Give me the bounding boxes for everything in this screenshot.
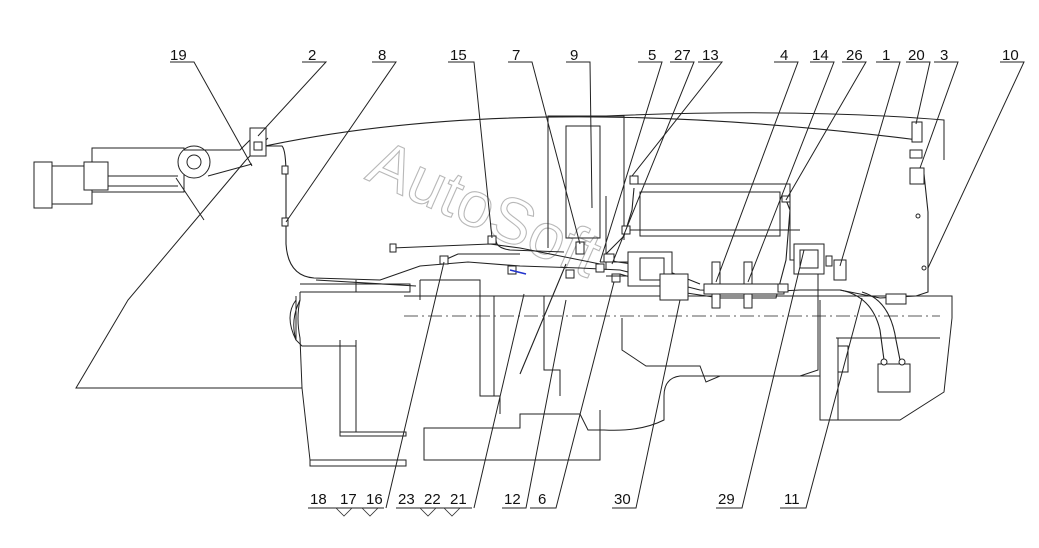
callout-29: 29 xyxy=(718,491,735,508)
callout-22: 22 xyxy=(424,491,441,508)
callout-11: 11 xyxy=(784,491,800,508)
callout-1: 1 xyxy=(882,47,890,64)
callout-2: 2 xyxy=(308,47,316,64)
callout-6: 6 xyxy=(538,491,546,508)
callout-16: 16 xyxy=(366,491,383,508)
callout-30: 30 xyxy=(614,491,631,508)
callout-15: 15 xyxy=(450,47,467,64)
callout-5: 5 xyxy=(648,47,656,64)
callout-12: 12 xyxy=(504,491,521,508)
callout-27: 27 xyxy=(674,47,691,64)
callout-labels: 19 2 8 15 7 9 5 27 13 4 14 26 1 20 3 10 … xyxy=(170,47,1019,508)
callout-26: 26 xyxy=(846,47,863,64)
machine-outline xyxy=(33,112,953,467)
callout-3: 3 xyxy=(940,47,948,64)
callout-7: 7 xyxy=(512,47,520,64)
callout-8: 8 xyxy=(378,47,386,64)
callout-20: 20 xyxy=(908,47,925,64)
callout-23: 23 xyxy=(398,491,415,508)
callout-13: 13 xyxy=(702,47,719,64)
components xyxy=(249,121,927,393)
callout-17: 17 xyxy=(340,491,357,508)
callout-21: 21 xyxy=(450,491,467,508)
callout-4: 4 xyxy=(780,47,788,64)
callout-18: 18 xyxy=(310,491,327,508)
callout-10: 10 xyxy=(1002,47,1019,64)
leader-lines xyxy=(170,61,1025,517)
callout-14: 14 xyxy=(812,47,829,64)
callout-9: 9 xyxy=(570,47,578,64)
highlighted-wire xyxy=(509,269,527,275)
callout-19: 19 xyxy=(170,47,187,64)
watermark: AutoSoft xyxy=(358,126,612,292)
